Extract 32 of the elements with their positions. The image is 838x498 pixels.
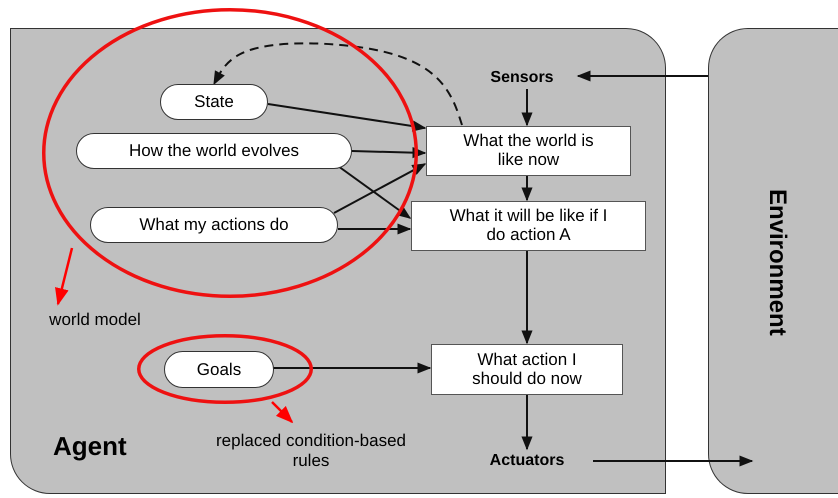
arrow xyxy=(521,394,533,450)
arrow xyxy=(273,362,432,374)
environment-label: Environment xyxy=(763,189,791,336)
environment-panel xyxy=(708,28,838,494)
rounded-pill: Goals xyxy=(164,351,274,388)
arrow xyxy=(593,455,754,467)
agent-label: Agent xyxy=(53,431,127,462)
arrow xyxy=(521,250,533,344)
arrow xyxy=(352,147,426,158)
annotation-text: world model xyxy=(25,307,165,333)
leader-arrow xyxy=(271,401,294,424)
arrow xyxy=(338,223,412,235)
arrow xyxy=(521,89,533,126)
arrow xyxy=(337,165,412,219)
arrow xyxy=(268,103,426,132)
process-box: What action I should do now xyxy=(431,344,623,395)
arrow xyxy=(213,42,463,126)
arrow xyxy=(521,175,533,202)
component-label: Actuators xyxy=(467,450,587,472)
arrow xyxy=(576,70,708,82)
leader-arrow xyxy=(55,248,74,306)
agent-panel xyxy=(10,28,666,494)
process-box: What the world is like now xyxy=(426,126,631,176)
annotation-text: replaced condition-based rules xyxy=(201,427,421,475)
highlight-ellipse xyxy=(42,8,418,298)
rounded-pill: How the world evolves xyxy=(76,133,352,169)
process-box: What it will be like if I do action A xyxy=(411,201,646,251)
component-label: Sensors xyxy=(467,67,577,89)
highlight-ellipse xyxy=(137,334,313,404)
rounded-pill: What my actions do xyxy=(90,207,338,243)
rounded-pill: State xyxy=(160,84,268,120)
arrow xyxy=(334,163,426,214)
